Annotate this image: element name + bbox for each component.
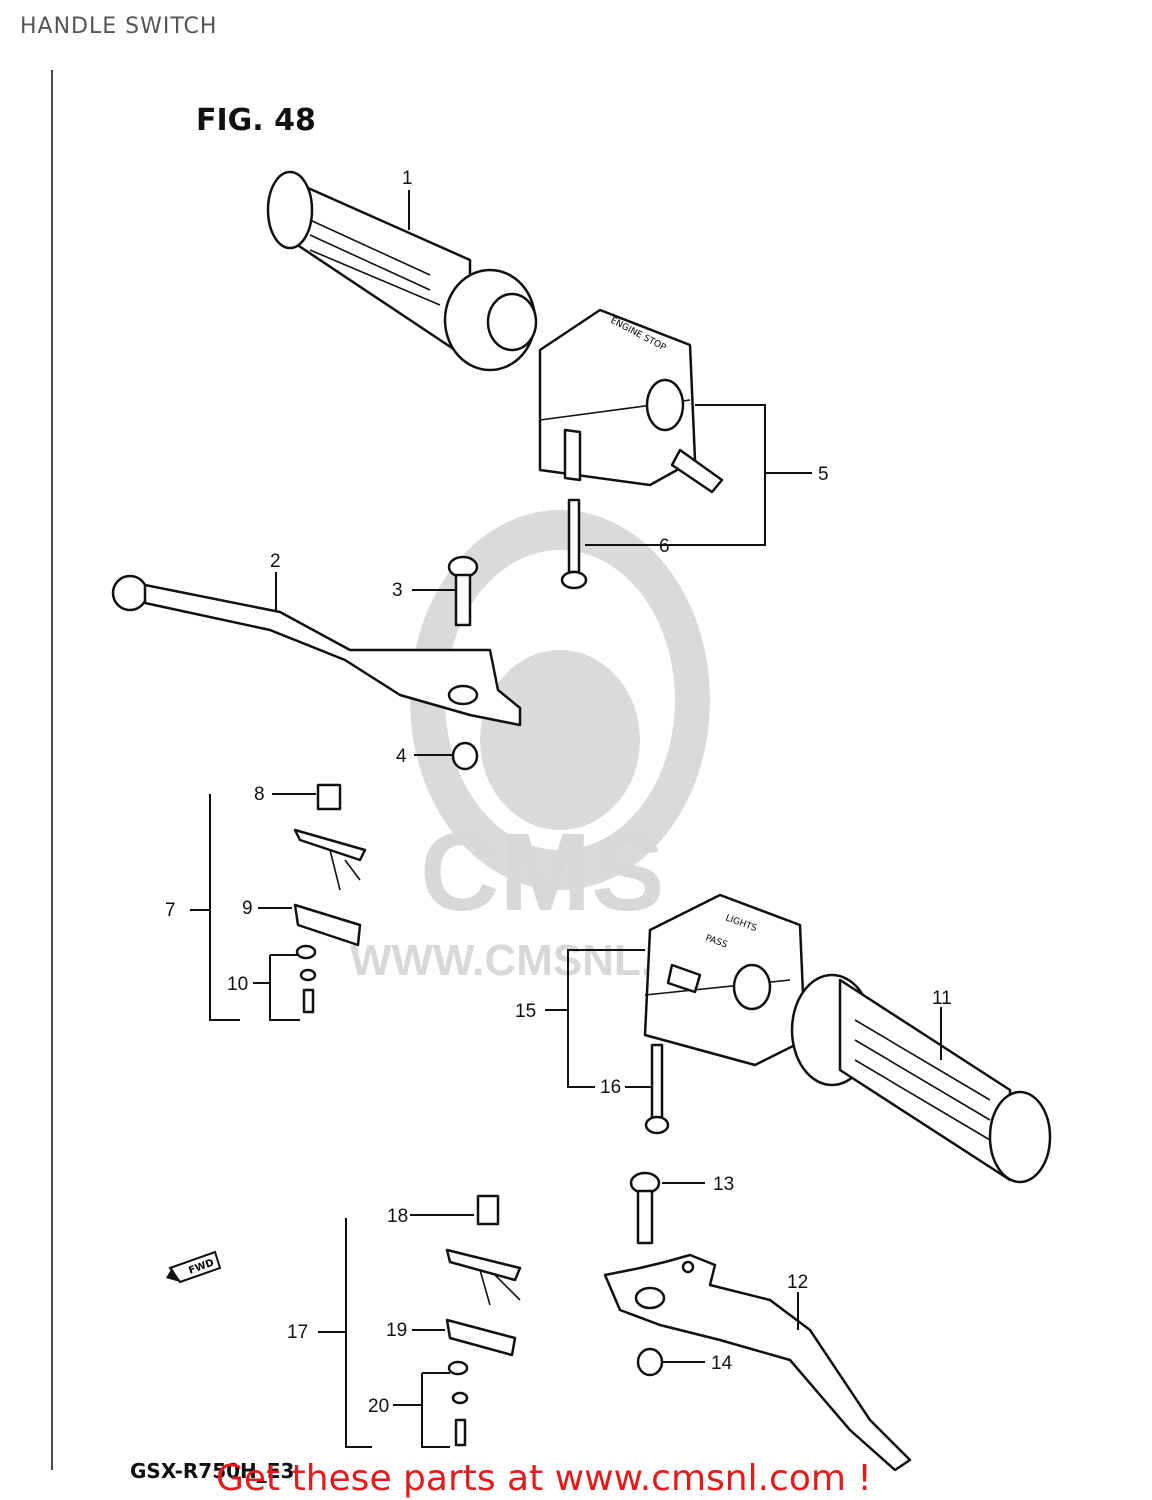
figure-label: FIG. 48: [196, 103, 316, 138]
watermark: CMS WWW.CMSNL.COM: [350, 510, 756, 985]
part-15-right-switch-housing: LIGHTS PASS: [643, 893, 807, 1067]
callout-10: 10: [227, 974, 248, 995]
page-title: HANDLE SWITCH: [20, 14, 218, 39]
part-6-screw: [560, 498, 588, 590]
part-3-pivot-bolt: [447, 555, 479, 627]
part-12-brake-lever: [603, 1253, 912, 1472]
callouts: 1 2 3 4 5 6 7 8 9 10 11 12 13 14 15 16 1…: [165, 168, 952, 1417]
part-20-washers-screw: [447, 1360, 469, 1447]
part-5-left-switch-housing: ENGINE STOP: [538, 308, 724, 494]
callout-9: 9: [242, 898, 253, 919]
part-11-right-grip: [790, 973, 1052, 1184]
callout-4: 4: [396, 746, 407, 767]
part-14-nut: [636, 1347, 664, 1377]
callout-12: 12: [787, 1272, 808, 1293]
callout-7: 7: [165, 900, 176, 921]
leader-lines: [190, 190, 942, 1448]
promo-link[interactable]: Get these parts at www.cmsnl.com !: [216, 1458, 872, 1499]
part-17-switch-plate: [445, 1248, 522, 1306]
callout-13: 13: [713, 1174, 734, 1195]
callout-6: 6: [659, 536, 670, 557]
callout-2: 2: [270, 551, 281, 572]
fwd-arrow-icon: FWD: [166, 1250, 222, 1284]
callout-5: 5: [818, 464, 829, 485]
part-19-switch-body: [445, 1318, 517, 1357]
callout-20: 20: [368, 1396, 389, 1417]
callout-3: 3: [392, 580, 403, 601]
callout-1: 1: [402, 168, 413, 189]
part-2-clutch-lever: [111, 574, 522, 727]
part-1-left-grip: [266, 170, 538, 372]
part-4-nut: [451, 741, 479, 771]
part-10-washers-screw: [295, 944, 317, 1014]
callout-15: 15: [515, 1001, 536, 1022]
part-18-switch-connector: [476, 1194, 500, 1226]
part-7-switch-plate: [293, 828, 367, 891]
watermark-brand: CMS: [420, 811, 664, 934]
callout-18: 18: [387, 1206, 408, 1227]
callout-17: 17: [287, 1322, 308, 1343]
callout-8: 8: [254, 784, 265, 805]
callout-16: 16: [600, 1077, 621, 1098]
part-16-screw: [644, 1043, 670, 1135]
model-label: GSX-R750H_E3: [130, 1459, 294, 1483]
callout-14: 14: [711, 1353, 733, 1374]
part-9-switch-body: [293, 903, 362, 947]
part-13-pivot-bolt: [629, 1171, 661, 1245]
callout-19: 19: [386, 1320, 407, 1341]
part-8-switch-connector: [316, 783, 342, 811]
callout-11: 11: [932, 988, 952, 1009]
